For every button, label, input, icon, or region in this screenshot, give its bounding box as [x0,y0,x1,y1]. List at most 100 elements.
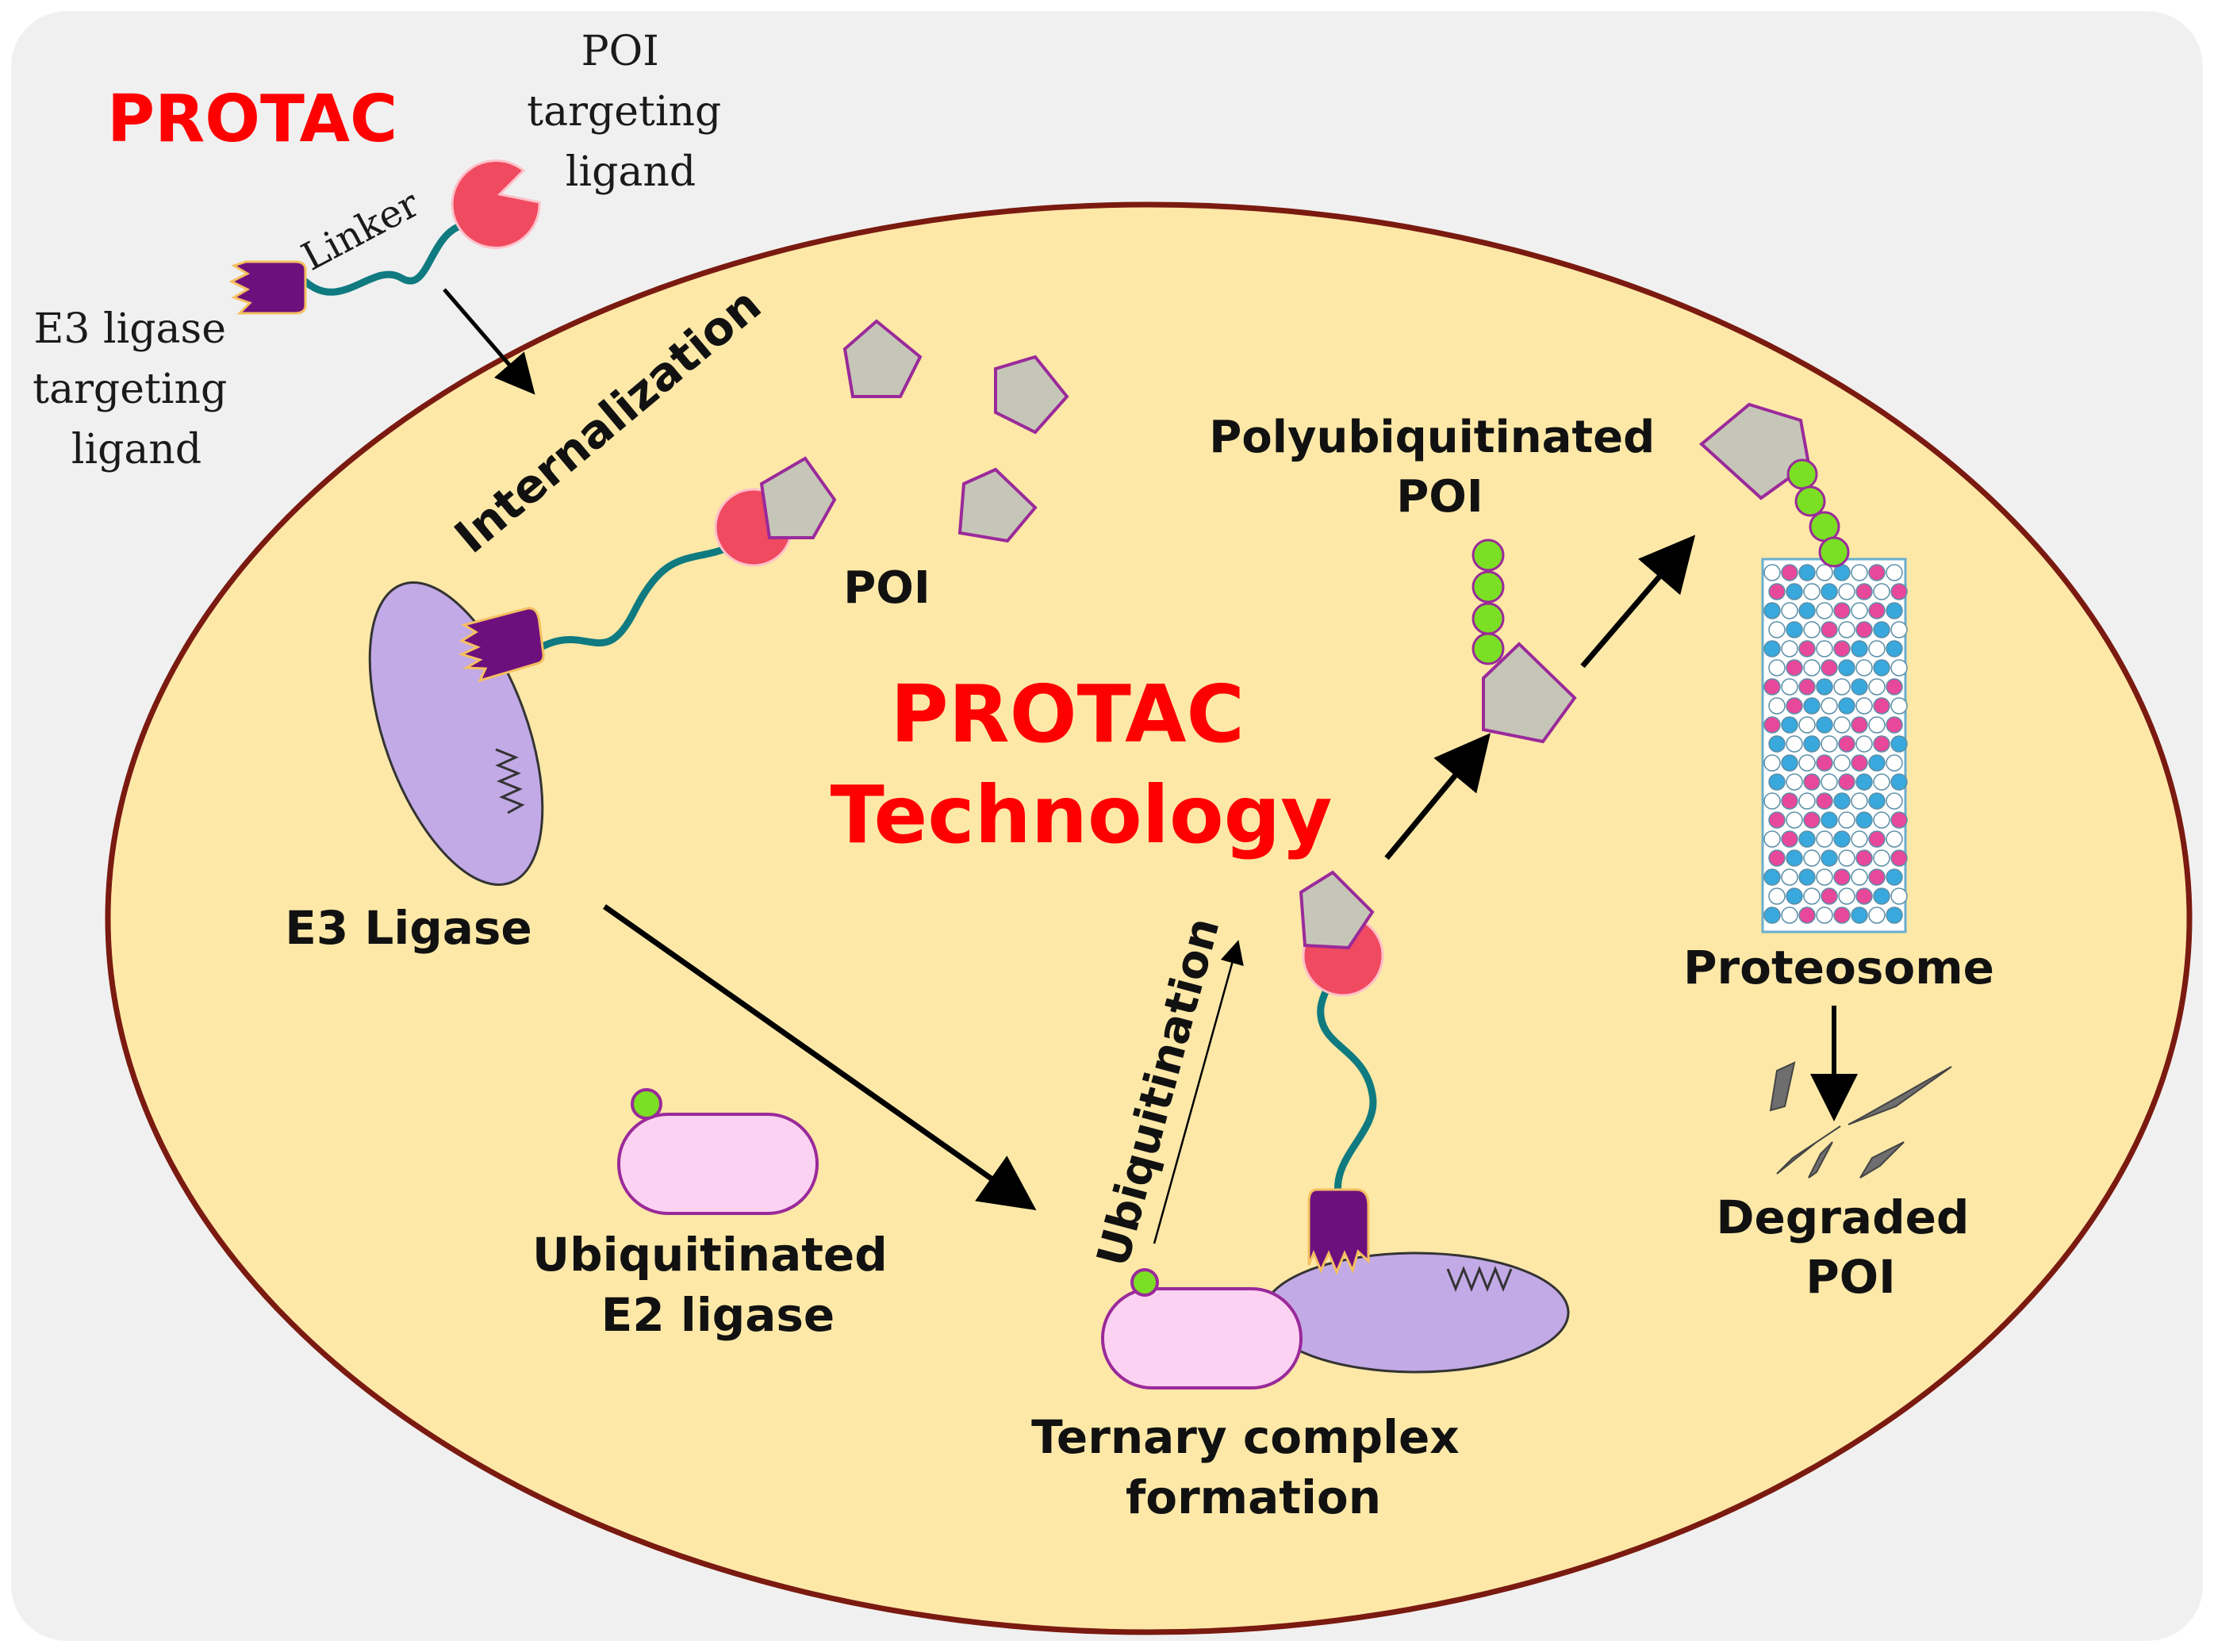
proteosome [1698,402,1908,933]
proteosome-bead [1803,697,1821,715]
proteosome-bead [1886,716,1903,734]
proteosome-bead [1873,773,1890,791]
poi-pentagon [1482,642,1577,744]
fragment [1808,1141,1833,1179]
proteosome-bead [1821,887,1838,905]
ubiquitin [631,1088,662,1120]
proteosome-bead [1851,754,1868,772]
proteosome-bead [1816,830,1833,848]
e3-protac-poi-complex [368,456,837,886]
poi-ligand-label: POI targeting ligand [527,28,735,196]
proteosome-bead [1798,868,1816,886]
linker [301,222,464,296]
poi-pentagon [994,355,1069,435]
proteosome-bead [1873,887,1890,905]
proteosome-bead [1833,640,1851,657]
proteosome-bead [1763,754,1781,772]
proteosome-bead [1798,830,1816,848]
e2-ligase [617,1113,819,1215]
proteosome-bead [1821,735,1838,753]
proteosome-bead [1833,868,1851,886]
proteosome-bead [1781,830,1798,848]
proteosome-bead [1781,640,1798,657]
proteosome-bead [1821,659,1838,677]
e3-notch [1446,1265,1513,1293]
proteosome-bead [1873,811,1890,829]
proteosome-label: Proteosome [1683,941,1994,995]
poi-ligand-pacman [451,159,541,249]
proteosome-bead [1838,583,1855,600]
poi-label: POI [843,562,930,614]
proteosome-bead [1763,906,1781,924]
ubiquitin [1786,458,1818,490]
proteosome-bead [1886,678,1903,696]
poi-pentagon [842,319,923,398]
proteosome-bead [1781,564,1798,581]
arrow-to-polyubiquitinated [1384,733,1491,860]
protac-molecule-free [228,159,541,315]
proteosome-bead [1851,716,1868,734]
proteosome-bead [1838,621,1855,638]
e3-warhead [228,260,307,315]
proteosome-bead [1873,735,1890,753]
proteosome-bead [1786,773,1803,791]
proteosome-bead [1786,583,1803,600]
proteosome-bead [1816,754,1833,772]
ubiquitin [1472,632,1505,665]
proteosome-bead [1803,735,1821,753]
proteosome-bead [1886,868,1903,886]
proteosome-bead [1851,792,1868,810]
proteosome-bead [1838,659,1855,677]
proteosome-bead [1763,678,1781,696]
proteosome-bead [1868,678,1886,696]
proteosome-bead [1890,583,1908,600]
proteosome-bead [1833,602,1851,619]
proteosome-bead [1768,697,1786,715]
proteosome-bead [1798,906,1816,924]
proteosome-bead [1838,849,1855,867]
proteosome-bead [1786,659,1803,677]
proteosome-bead [1781,906,1798,924]
proteosome-bead [1803,659,1821,677]
proteosome-bead [1803,621,1821,638]
proteosome-bead [1886,602,1903,619]
poi-pentagon [957,467,1038,543]
proteosome-bead [1838,773,1855,791]
proteosome-bead [1816,792,1833,810]
proteosome-bead [1851,602,1868,619]
proteosome-bead [1890,697,1908,715]
proteosome-bead [1890,621,1908,638]
proteosome-bead [1816,678,1833,696]
proteosome-bead [1816,640,1833,657]
proteosome-bead [1886,792,1903,810]
proteosome-bead [1851,678,1868,696]
degraded-fragments [1769,1061,1952,1179]
polyubiquitinated-label: Polyubiquitinated POI [1209,412,1670,523]
proteosome-bead [1803,773,1821,791]
proteosome-bead [1886,564,1903,581]
protac-title: PROTAC [107,82,397,157]
proteosome-bead [1838,735,1855,753]
proteosome-bead [1798,564,1816,581]
proteosome-bead [1838,697,1855,715]
proteosome-bead [1781,868,1798,886]
ubiquitinated-e2-ligase [617,1088,819,1215]
proteosome-bead [1833,754,1851,772]
proteosome-bead [1763,640,1781,657]
poi-pentagon-bound [1299,870,1375,950]
proteosome-bead [1833,716,1851,734]
proteosome-bead [1763,716,1781,734]
arrow-to-ternary [602,904,1037,1211]
ubiquitin [1472,602,1505,635]
proteosome-bead [1833,830,1851,848]
poi-pentagon-bound [759,456,837,539]
fragment [1848,1066,1952,1125]
proteosome-bead [1786,697,1803,715]
proteosome-bead [1886,830,1903,848]
internalization-arrow [443,288,535,395]
proteosome-bead [1890,887,1908,905]
proteosome-bead [1833,678,1851,696]
proteosome-bead [1768,659,1786,677]
proteosome-bead [1868,640,1886,657]
